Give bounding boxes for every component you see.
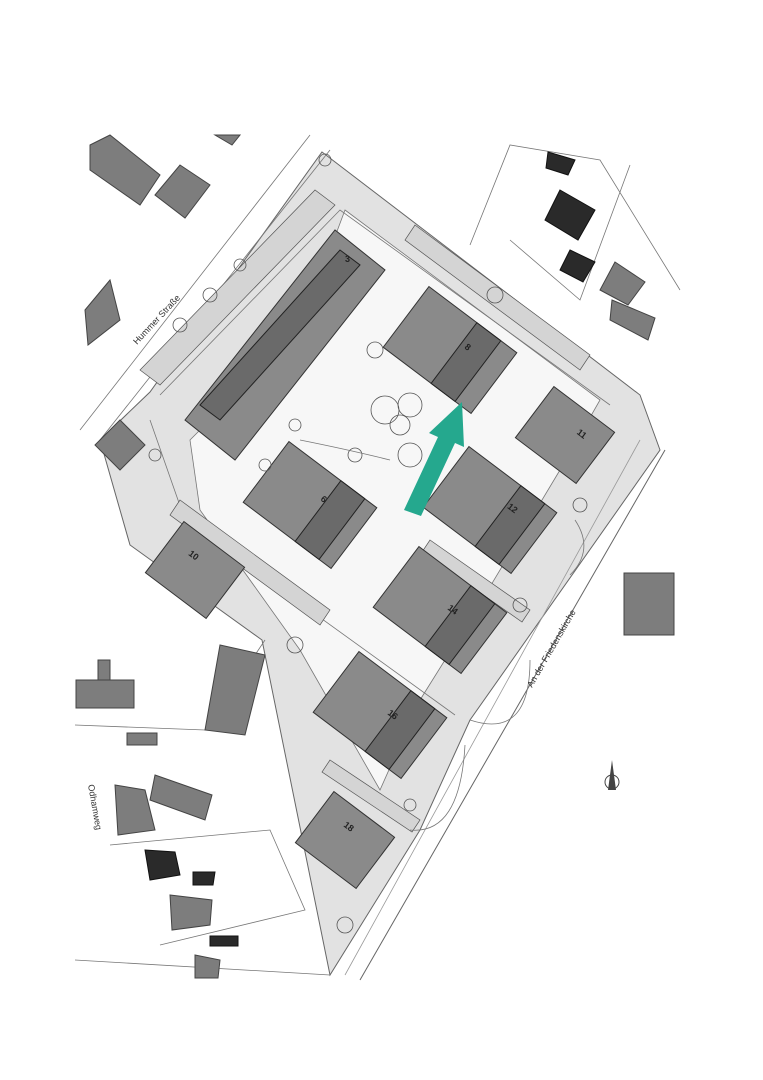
building-number: 8 <box>463 342 473 353</box>
building-18: 18 <box>294 790 396 890</box>
building-number: 3 <box>345 254 350 264</box>
building-8: 8 <box>382 285 518 415</box>
building-10: 10 <box>144 520 246 620</box>
street-label-odhamweg: Odhamweg <box>86 784 104 831</box>
building-number: 10 <box>187 548 201 562</box>
building-number: 16 <box>386 708 400 722</box>
trees <box>148 153 588 934</box>
building-number: 18 <box>342 820 356 834</box>
friedenskirche-road-edge-2 <box>344 439 641 976</box>
building-12: 12 <box>422 445 558 575</box>
building-6: 6 <box>242 440 378 570</box>
footpath <box>469 659 531 725</box>
building-number: 6 <box>319 494 329 505</box>
building-11: 11 <box>514 385 616 485</box>
footpath <box>569 519 585 576</box>
north-arrow-icon <box>604 760 620 790</box>
footpath <box>299 439 391 461</box>
building-14: 14 <box>372 545 508 675</box>
building-16: 16 <box>312 650 448 780</box>
inner-road <box>159 209 611 406</box>
building-number: 14 <box>446 603 460 617</box>
neighbouring-buildings <box>75 134 675 979</box>
carport-row <box>139 189 591 833</box>
footpath <box>409 744 466 831</box>
direction-arrow-icon <box>404 402 464 516</box>
road-edge-left-2 <box>79 134 311 431</box>
parcel-lines-2 <box>509 164 631 301</box>
row-house-3: 3 <box>184 229 386 461</box>
parcel-lines <box>469 144 681 291</box>
friedenskirche-road-edge-1 <box>359 449 666 981</box>
parcel-lines-4 <box>109 829 306 946</box>
building-number: 12 <box>506 501 520 515</box>
